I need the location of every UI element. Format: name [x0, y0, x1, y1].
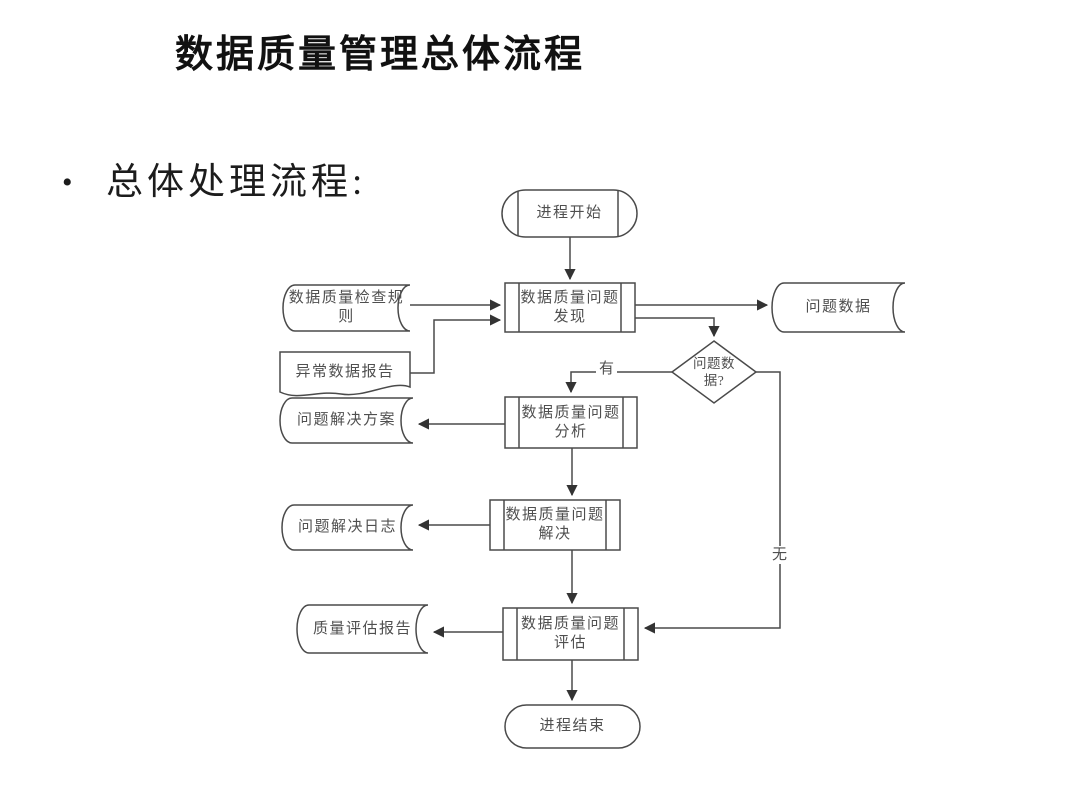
solution-node-shape	[279, 397, 414, 444]
node-check-rules: 数据质量检查规 则	[283, 285, 410, 331]
node-problem-data: 问题数据	[772, 283, 905, 332]
resolve-node-shape	[489, 499, 621, 551]
node-problem-data-line1: 问题数据	[805, 299, 872, 315]
abnormal-report-node-shape	[279, 351, 411, 397]
node-resolve-line1: 数据质量问题	[505, 507, 605, 523]
node-resolve: 数据质量问题 解决	[490, 500, 620, 550]
node-evaluate-line1: 数据质量问题	[520, 616, 620, 632]
node-end: 进程结束	[505, 705, 640, 748]
page-title: 数据质量管理总体流程	[175, 34, 586, 76]
bullet-marker-icon: •	[62, 166, 73, 199]
edge-decision-analyze-yes	[565, 371, 672, 394]
log-node-shape	[281, 504, 414, 551]
node-eval-report: 质量评估报告	[297, 605, 428, 653]
node-abnormal-report: 异常数据报告	[280, 352, 410, 392]
end-node-shape	[504, 704, 641, 749]
node-evaluate-line2: 评估	[553, 635, 587, 651]
evaluate-node-shape	[502, 607, 639, 661]
node-check-rules-line2: 则	[338, 309, 355, 325]
node-start-line1: 进程开始	[536, 205, 603, 221]
node-discover-line1: 数据质量问题	[520, 289, 620, 306]
node-analyze-line2: 分析	[554, 423, 588, 440]
problem-data-node-shape	[771, 282, 906, 333]
discover-node-shape	[504, 282, 636, 333]
node-evaluate: 数据质量问题 评估	[503, 608, 638, 660]
edge-discover-decision	[635, 317, 720, 338]
decision-node-shape	[670, 340, 758, 404]
node-decision-line2: 据?	[703, 373, 725, 388]
node-discover-line2: 发现	[553, 308, 587, 325]
node-decision-line1: 问题数	[693, 356, 735, 371]
node-analyze-line1: 数据质量问题	[521, 404, 621, 421]
analyze-node-shape	[504, 396, 638, 449]
node-check-rules-line1: 数据质量检查规	[288, 290, 405, 306]
edge-label-no: 无	[769, 546, 791, 564]
node-abnormal-report-line1: 异常数据报告	[295, 363, 395, 380]
eval-report-node-shape	[296, 604, 429, 654]
node-log-line1: 问题解决日志	[297, 519, 397, 535]
node-discover: 数据质量问题 发现	[505, 283, 635, 332]
bullet-row: • 总体处理流程:	[62, 160, 366, 206]
edge-decision-evaluate-no	[643, 371, 781, 634]
bullet-text: 总体处理流程:	[106, 162, 367, 203]
node-solution: 问题解决方案	[280, 398, 413, 443]
edge-label-yes: 有	[596, 360, 618, 378]
node-decision: 问题数 据?	[672, 341, 756, 403]
node-solution-line1: 问题解决方案	[296, 412, 396, 428]
node-eval-report-line1: 质量评估报告	[312, 620, 412, 637]
check-rules-node-shape	[282, 284, 411, 332]
edge-report-discover	[410, 314, 502, 374]
node-analyze: 数据质量问题 分析	[505, 397, 637, 448]
node-end-line1: 进程结束	[539, 718, 606, 734]
node-log: 问题解决日志	[282, 505, 413, 550]
node-start: 进程开始	[502, 190, 637, 237]
node-resolve-line2: 解决	[538, 526, 572, 542]
